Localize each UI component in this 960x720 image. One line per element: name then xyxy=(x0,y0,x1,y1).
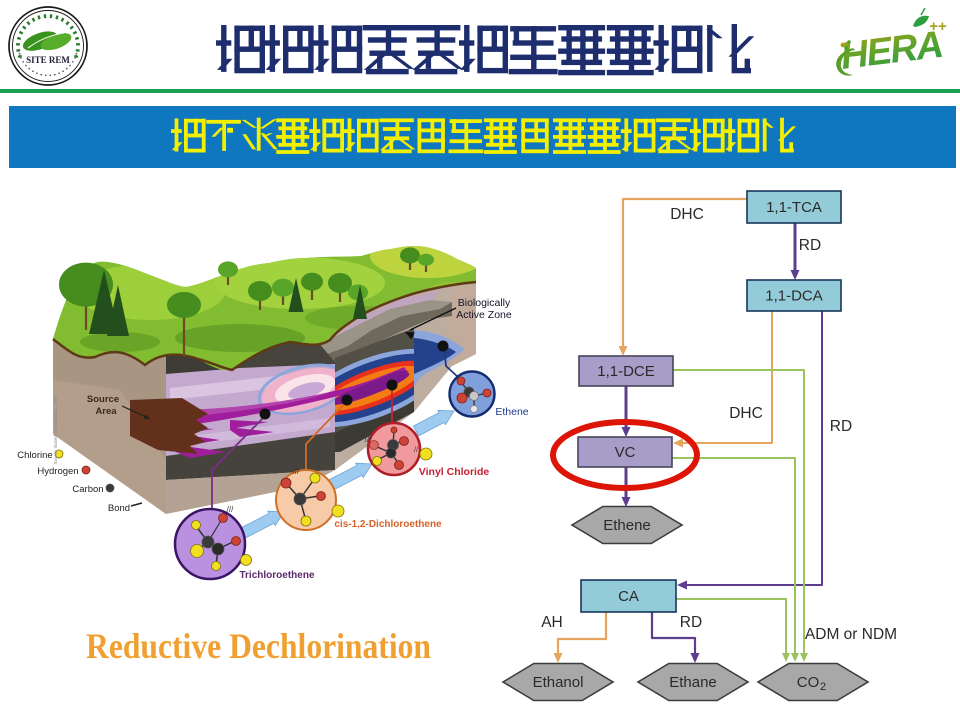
svg-text:cis-1,2-Dichloroethene: cis-1,2-Dichloroethene xyxy=(334,519,442,530)
svg-text:Chlorine: Chlorine xyxy=(17,450,52,461)
svg-text:CA: CA xyxy=(618,588,639,605)
svg-text:VC: VC xyxy=(615,444,636,461)
svg-text:RD: RD xyxy=(799,237,821,254)
svg-text:++: ++ xyxy=(929,18,947,35)
svg-text:RD: RD xyxy=(680,614,702,631)
svg-text:Ethene: Ethene xyxy=(603,517,651,534)
svg-text://: // xyxy=(414,447,418,454)
svg-text:Carbon: Carbon xyxy=(72,484,103,495)
svg-text:SITE REM: SITE REM xyxy=(26,55,70,65)
svg-text:1,1-DCA: 1,1-DCA xyxy=(765,288,823,305)
svg-text:2: 2 xyxy=(820,681,826,693)
svg-text:Bond: Bond xyxy=(108,503,130,514)
svg-text:///: /// xyxy=(227,505,234,514)
svg-text:AH: AH xyxy=(541,614,563,631)
svg-text:///: /// xyxy=(293,467,300,476)
svg-text:ADM or NDM: ADM or NDM xyxy=(805,626,897,643)
svg-text:Trichloroethene: Trichloroethene xyxy=(239,570,314,581)
svg-text:Active Zone: Active Zone xyxy=(456,309,512,321)
svg-text:Area: Area xyxy=(95,406,117,417)
svg-text:Ethane: Ethane xyxy=(669,674,717,691)
svg-text:Ethene: Ethene xyxy=(495,406,528,418)
svg-text:Reductive Dechlorination: Reductive Dechlorination xyxy=(86,626,431,666)
svg-text:Ethanol: Ethanol xyxy=(533,674,584,691)
svg-text:Source: Source xyxy=(87,394,119,405)
svg-text:DHC: DHC xyxy=(670,206,704,223)
svg-text:Hydrogen: Hydrogen xyxy=(37,466,78,477)
svg-text:Source: Based on material c. 1: Source: Based on material c. 1997 xyxy=(53,395,58,465)
svg-text:CO: CO xyxy=(797,674,820,691)
svg-text:///: /// xyxy=(365,435,372,444)
svg-text:RD: RD xyxy=(830,418,852,435)
svg-text:Vinyl Chloride: Vinyl Chloride xyxy=(419,466,490,478)
svg-text:Biologically: Biologically xyxy=(458,297,511,309)
svg-text:1,1-TCA: 1,1-TCA xyxy=(766,199,822,216)
svg-text:1,1-DCE: 1,1-DCE xyxy=(597,363,655,380)
svg-text:DHC: DHC xyxy=(729,405,763,422)
